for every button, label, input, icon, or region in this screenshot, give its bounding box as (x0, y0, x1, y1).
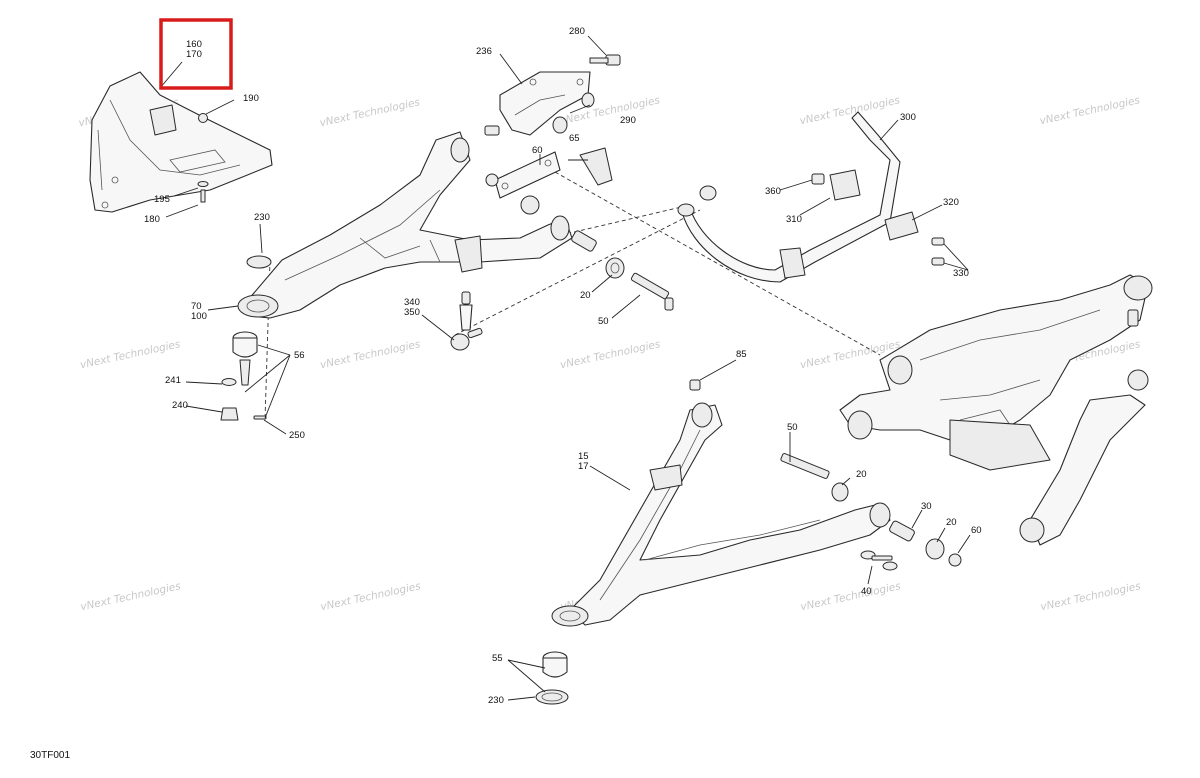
callout-30: 30 (921, 501, 932, 512)
watermark: vNext Technologies (79, 580, 182, 613)
callout-240: 240 (172, 400, 188, 411)
callout-15: 15 (578, 451, 589, 462)
callout-56: 56 (294, 350, 305, 361)
callout-170: 170 (186, 49, 202, 60)
callout-300: 300 (900, 112, 916, 123)
sway-bar (677, 111, 945, 283)
callout-85: 85 (736, 349, 747, 360)
callout-230: 230 (254, 212, 270, 223)
skid-plate (89, 71, 273, 213)
watermark: vNext Technologies (319, 96, 422, 129)
callout-360: 360 (765, 186, 781, 197)
callout-20: 20 (580, 290, 591, 301)
hardware-lower (780, 453, 962, 571)
callout-180: 180 (144, 214, 160, 225)
assembly-lines (264, 171, 881, 421)
callout-65: 65 (569, 133, 580, 144)
watermark: vNext Technologies (1039, 580, 1142, 613)
upper-a-arm (237, 131, 573, 319)
callout-310: 310 (786, 214, 802, 225)
callout-340: 340 (404, 297, 420, 308)
callout-320: 320 (943, 197, 959, 208)
callout-190: 190 (243, 93, 259, 104)
callout-55: 55 (492, 653, 503, 664)
callout-60: 60 (532, 145, 543, 156)
watermark: vNext Technologies (799, 580, 902, 613)
callout-280: 280 (569, 26, 585, 37)
callout-20: 20 (946, 517, 957, 528)
callout-241: 241 (165, 375, 181, 386)
callout-236: 236 (476, 46, 492, 57)
callout-50: 50 (787, 422, 798, 433)
callout-60: 60 (971, 525, 982, 536)
callout-labels: 160 170 190 195 180 236 280 290 60 65 23… (144, 26, 982, 706)
ball-joint-lower (535, 651, 569, 705)
callout-50: 50 (598, 316, 609, 327)
callout-350: 350 (404, 307, 420, 318)
front-suspension-assembly (839, 274, 1153, 546)
watermark: vNext Technologies (1039, 94, 1142, 127)
callout-70: 70 (191, 301, 202, 312)
callout-195: 195 (154, 194, 170, 205)
callout-230: 230 (488, 695, 504, 706)
watermark: vNext Technologies (79, 338, 182, 371)
watermark: vNext Technologies (319, 580, 422, 613)
watermark: vNext Technologies (319, 338, 422, 371)
figure-code: 30TF001 (30, 750, 71, 761)
hardware-upper (484, 54, 674, 311)
highlight-box (159, 18, 233, 90)
leader-lines (159, 35, 971, 701)
callout-330: 330 (953, 268, 969, 279)
watermark: vNext Technologies (559, 338, 662, 371)
lower-a-arm (551, 379, 891, 627)
callout-100: 100 (191, 311, 207, 322)
bracket-236 (499, 71, 591, 136)
callout-250: 250 (289, 430, 305, 441)
callout-160: 160 (186, 39, 202, 50)
callout-290: 290 (620, 115, 636, 126)
watermark: vNext Technologies (799, 94, 902, 127)
callout-17: 17 (578, 461, 589, 472)
ball-joint-upper (220, 255, 272, 421)
callout-20: 20 (856, 469, 867, 480)
callout-40: 40 (861, 586, 872, 597)
stabilizer-link (450, 291, 483, 351)
